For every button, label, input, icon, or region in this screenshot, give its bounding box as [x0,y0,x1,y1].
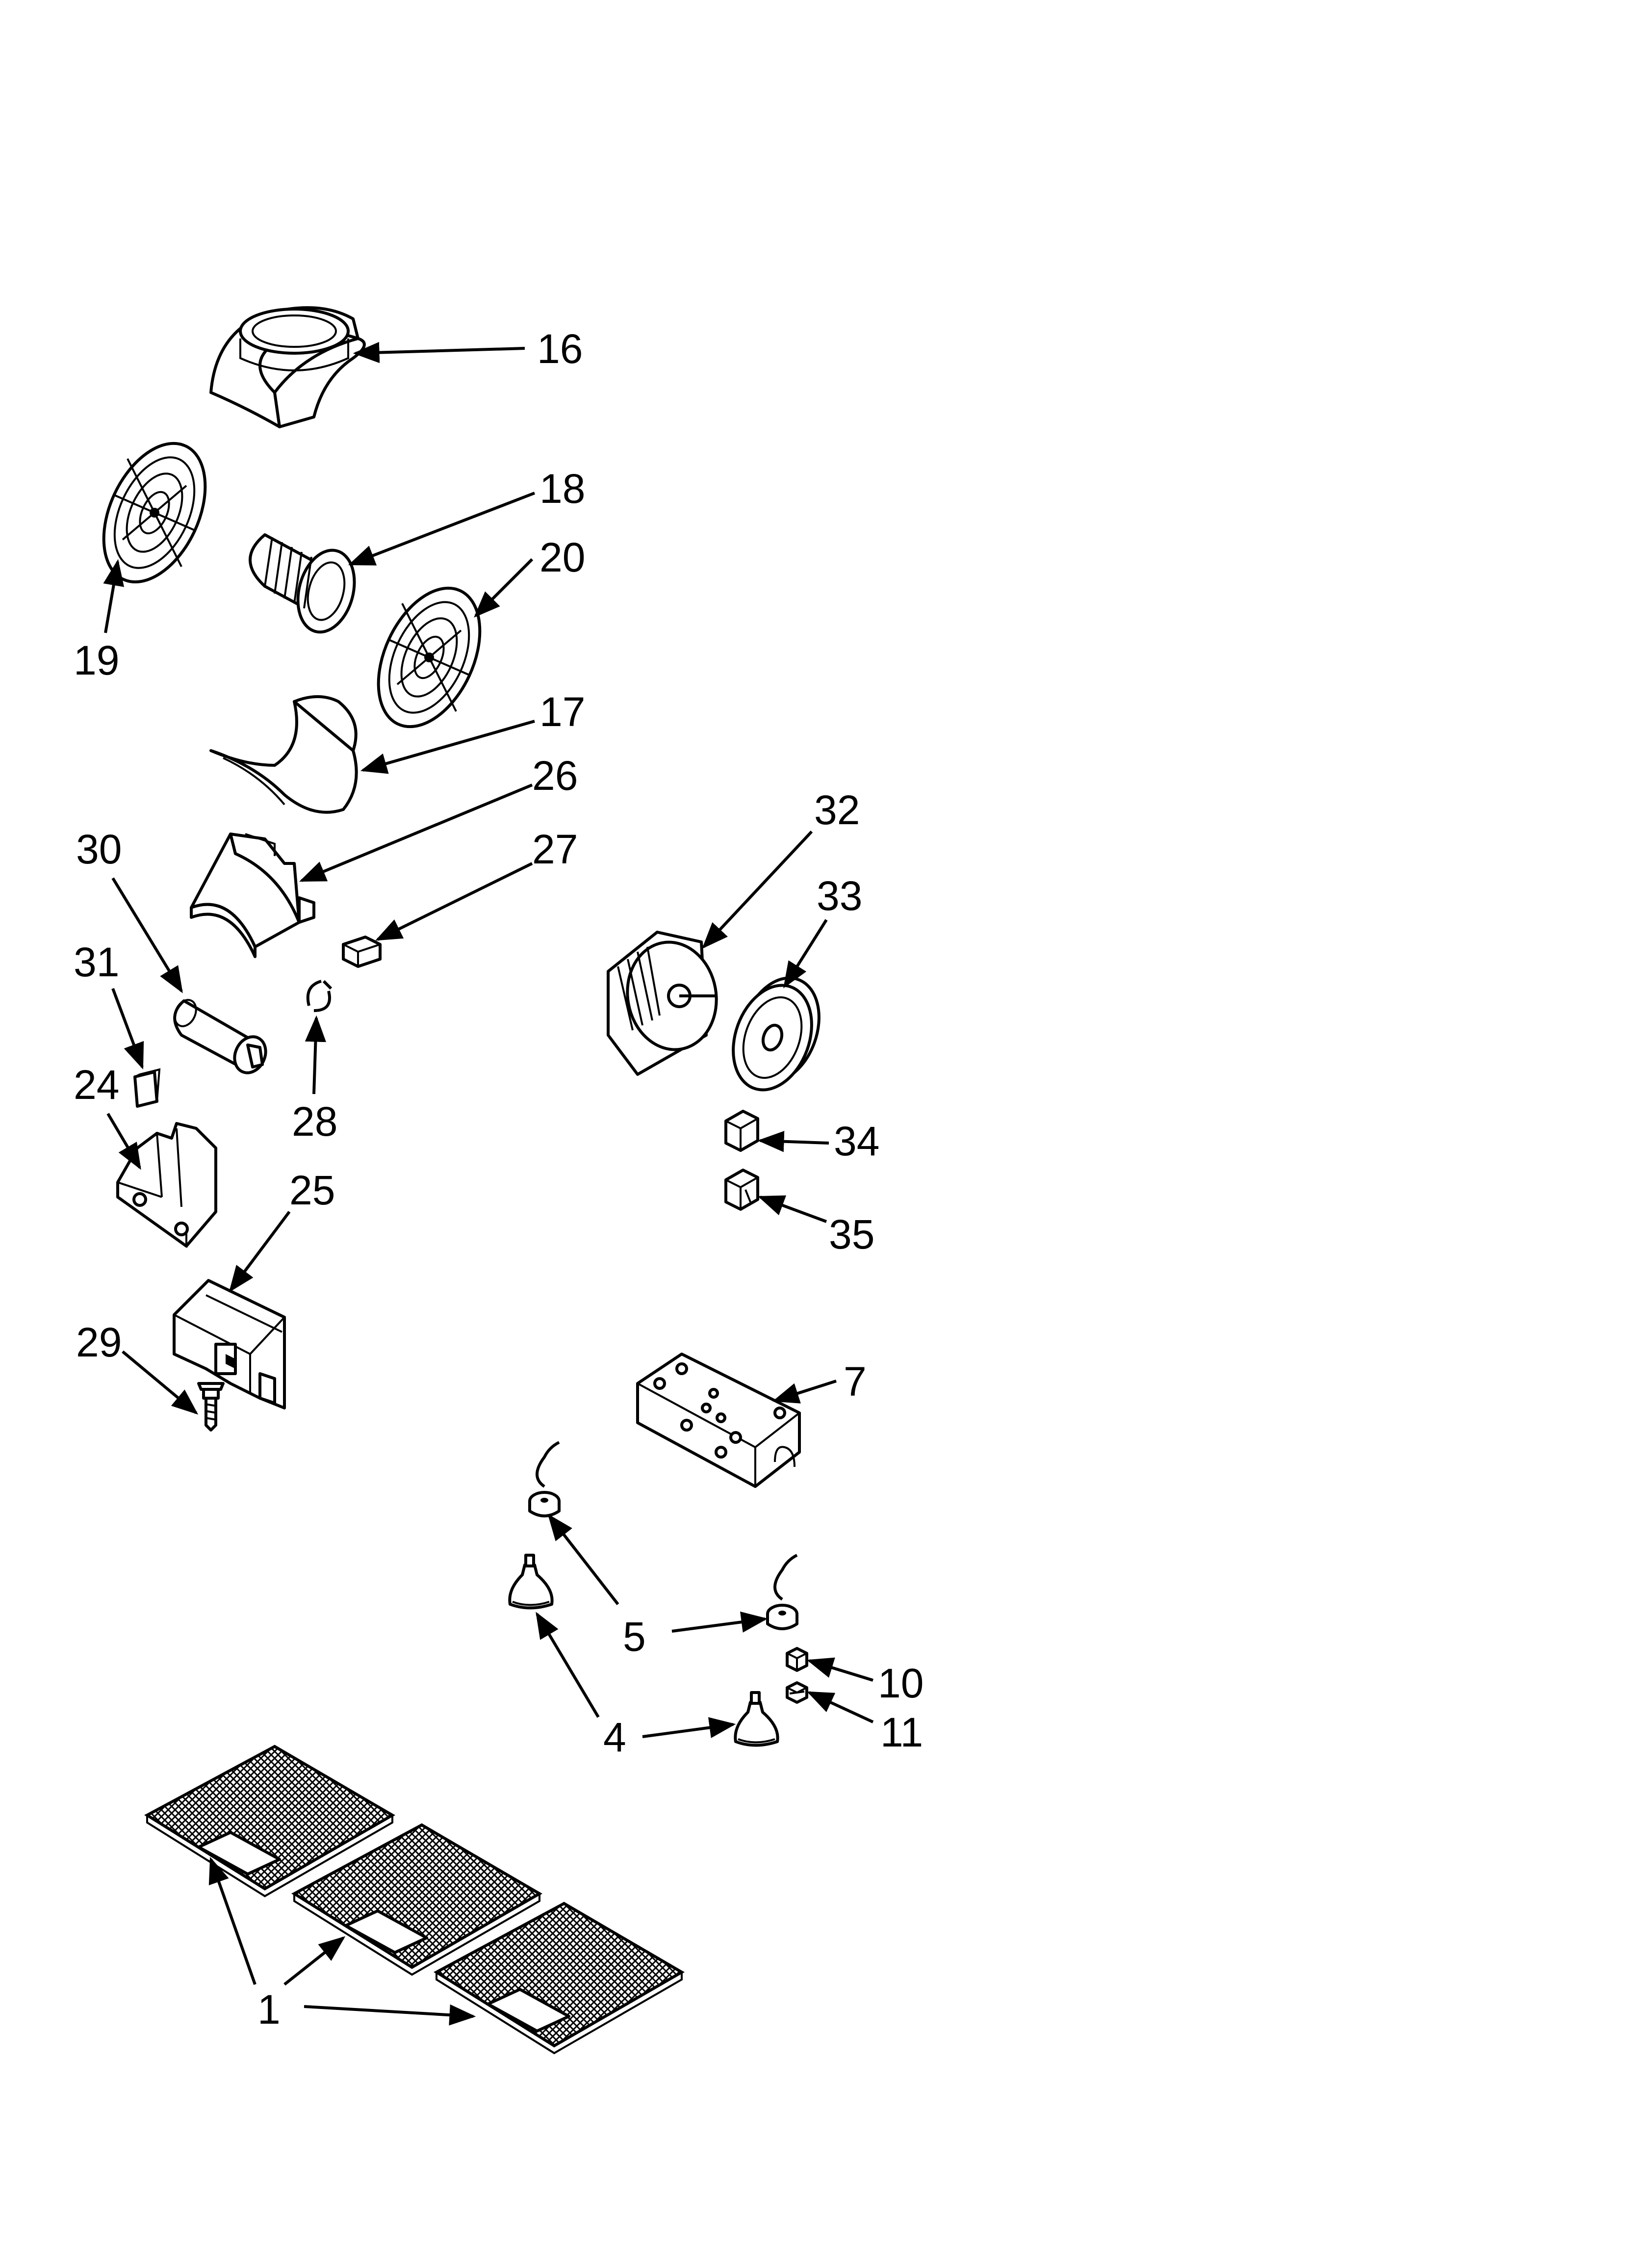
part-4-bulb-left [508,1554,554,1610]
part-19-blower-plate [102,442,207,584]
part-17-blower-housing-bottom [209,695,358,814]
part-35-knob [724,1169,759,1211]
callout-19: 19 [74,637,119,683]
callout-10: 10 [878,1660,924,1706]
callout-28: 28 [292,1098,337,1145]
part-7-junction-box [636,1353,801,1488]
callout-20: 20 [539,534,585,580]
part-20-blower-plate [377,586,482,729]
callout-30: 30 [76,826,122,872]
callout-31: 31 [74,939,119,985]
leader-lines [103,342,874,2026]
part-26-bracket [190,833,315,958]
callout-18: 18 [539,466,585,512]
part-34-knob [724,1110,759,1152]
callout-32: 32 [814,787,860,833]
part-33-motor-cover [732,976,821,1092]
callout-7: 7 [844,1358,867,1405]
part-32-motor-housing [607,931,718,1076]
part-11-clip [786,1681,808,1704]
part-4-bulb-right [734,1691,779,1747]
callout-33: 33 [817,873,862,919]
part-5-lamp-socket-left [528,1441,561,1517]
part-24-switch-bracket [116,1122,217,1248]
callout-1: 1 [257,1986,281,2033]
callout-35: 35 [829,1211,874,1257]
callout-16: 16 [537,326,583,372]
part-28-clip [306,980,333,1012]
part-1-grease-filter-2 [291,1823,542,1976]
part-27-connector [342,936,382,968]
callout-25: 25 [289,1167,335,1213]
callout-labels: 16 18 20 19 17 26 27 30 31 28 24 25 29 3… [74,326,924,2033]
part-30-capacitor [173,999,267,1074]
part-18-blower-wheel [249,533,356,634]
part-29-screw [197,1382,225,1432]
part-1-grease-filter-3 [434,1902,685,2055]
callout-17: 17 [539,689,585,735]
part-16-blower-housing-top [209,306,366,428]
part-25-control-housing [173,1279,286,1409]
callout-11: 11 [880,1709,923,1755]
callout-34: 34 [834,1118,879,1164]
callout-26: 26 [532,753,578,799]
callout-29: 29 [76,1319,122,1365]
part-10-clip [786,1647,808,1672]
callout-27: 27 [532,826,578,872]
part-5-lamp-socket-right [766,1554,798,1630]
callout-4: 4 [603,1714,626,1760]
callout-5: 5 [623,1614,646,1660]
callout-24: 24 [74,1062,119,1108]
part-31-block [133,1068,161,1108]
